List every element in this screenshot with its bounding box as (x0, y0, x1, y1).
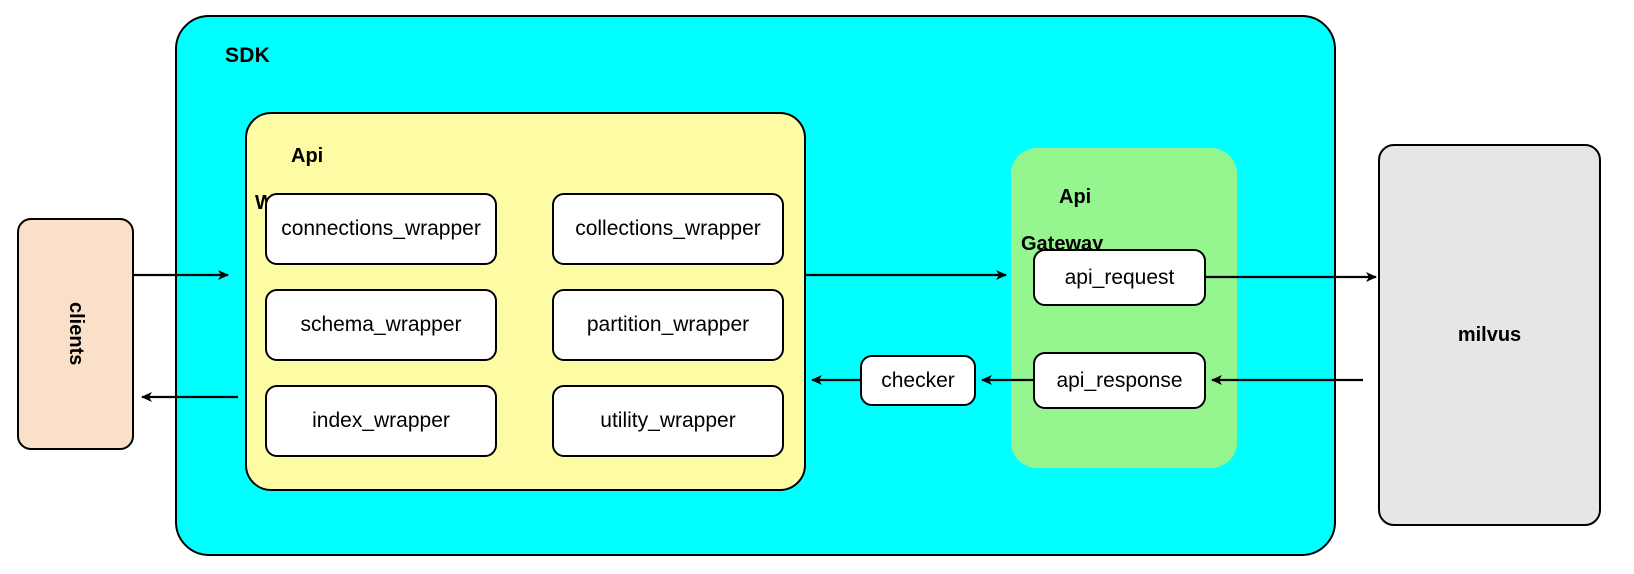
box-connections-wrapper[interactable]: connections_wrapper (265, 193, 497, 265)
box-schema-wrapper[interactable]: schema_wrapper (265, 289, 497, 361)
box-collections-wrapper[interactable]: collections_wrapper (552, 193, 784, 265)
box-api-response[interactable]: api_response (1033, 352, 1206, 409)
box-partition-wrapper[interactable]: partition_wrapper (552, 289, 784, 361)
api-gateway-label-line1: Api (1059, 185, 1092, 208)
clients-label: clients (65, 302, 87, 366)
clients-box[interactable]: clients (17, 218, 134, 450)
box-index-wrapper[interactable]: index_wrapper (265, 385, 497, 457)
box-utility-wrapper[interactable]: utility_wrapper (552, 385, 784, 457)
box-api-request[interactable]: api_request (1033, 249, 1206, 306)
milvus-box[interactable]: milvus (1378, 144, 1601, 526)
box-checker[interactable]: checker (860, 355, 976, 406)
api-wrapper-label-line1: Api (291, 144, 324, 167)
api-gateway-container: Api Gateway (1011, 148, 1237, 468)
sdk-label: SDK (225, 44, 270, 67)
